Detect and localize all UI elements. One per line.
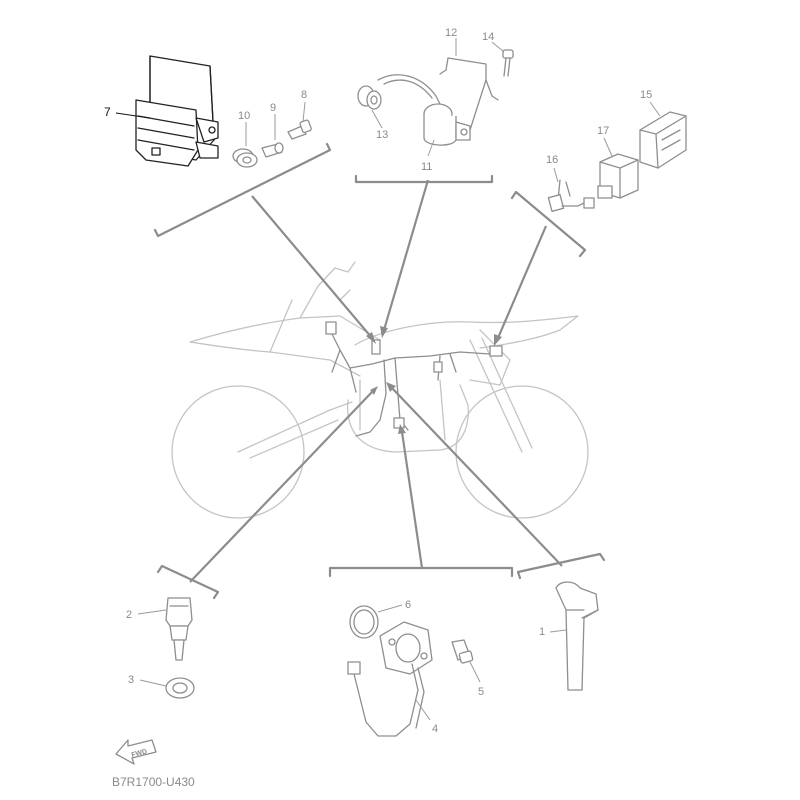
engine-block	[346, 384, 469, 453]
callout-6[interactable]: 6	[405, 599, 411, 611]
callout-7[interactable]: 7	[104, 105, 111, 119]
swingarm	[237, 401, 353, 453]
pointer-arrows	[189, 179, 563, 583]
fwd-label: FWD	[131, 748, 148, 759]
callout-3[interactable]: 3	[128, 674, 134, 686]
part-4-gear-position-sensor[interactable]	[347, 621, 433, 737]
part-12-bracket[interactable]	[439, 57, 499, 131]
callout-labels: 7 10 9 8 13 11 12 14 15 17 16 2 3 6 4 5 …	[104, 27, 652, 735]
callout-11[interactable]: 11	[421, 161, 432, 173]
part-2-temperature-sensor[interactable]	[165, 597, 193, 661]
part-6-o-ring[interactable]	[349, 605, 379, 639]
part-1-spark-plug-cap[interactable]	[555, 581, 599, 691]
callout-10[interactable]: 10	[238, 110, 250, 122]
bracket-relay-group	[510, 190, 587, 258]
callout-16[interactable]: 16	[546, 154, 558, 166]
part-17-relay[interactable]	[597, 153, 639, 199]
callout-5[interactable]: 5	[478, 686, 484, 698]
callout-4[interactable]: 4	[432, 723, 438, 735]
bracket-ecu-group	[153, 142, 332, 238]
fuel-tank	[354, 315, 579, 349]
callout-8[interactable]: 8	[301, 89, 307, 101]
callout-12[interactable]: 12	[445, 27, 457, 39]
callout-9[interactable]: 9	[270, 102, 276, 114]
part-14-bolt[interactable]	[502, 49, 514, 77]
callout-15[interactable]: 15	[640, 89, 652, 101]
callout-1[interactable]: 1	[539, 626, 545, 638]
leader-lines	[115, 38, 661, 721]
front-wheel	[455, 385, 589, 519]
part-5-bolt[interactable]	[451, 639, 474, 664]
part-11-ignition-coil[interactable]	[377, 74, 471, 146]
callout-17[interactable]: 17	[597, 125, 609, 137]
part-9-collar[interactable]	[261, 142, 284, 158]
part-15-relay[interactable]	[639, 111, 687, 169]
part-8-bolt[interactable]	[287, 119, 312, 140]
part-16-sensor-lead[interactable]	[547, 179, 595, 212]
callout-13[interactable]: 13	[376, 129, 388, 141]
part-10-grommet[interactable]	[232, 148, 258, 168]
callout-2[interactable]: 2	[126, 609, 132, 621]
motorcycle-outline	[171, 261, 589, 519]
diagram-code: B7R1700-U430	[112, 775, 195, 789]
callout-14[interactable]: 14	[482, 31, 494, 43]
fwd-arrow-icon: FWD	[115, 739, 157, 765]
part-7-ecu[interactable]	[135, 55, 219, 167]
bracket-gear-position-group	[328, 566, 514, 578]
bracket-sensor-group	[156, 564, 220, 600]
wire-harness	[325, 321, 503, 437]
rear-fender	[189, 315, 341, 343]
bracket-ignition-group	[354, 174, 494, 184]
part-13-grommet[interactable]	[357, 85, 382, 110]
rear-wheel	[171, 385, 305, 519]
group-brackets	[153, 142, 606, 600]
part-3-washer[interactable]	[165, 677, 195, 699]
